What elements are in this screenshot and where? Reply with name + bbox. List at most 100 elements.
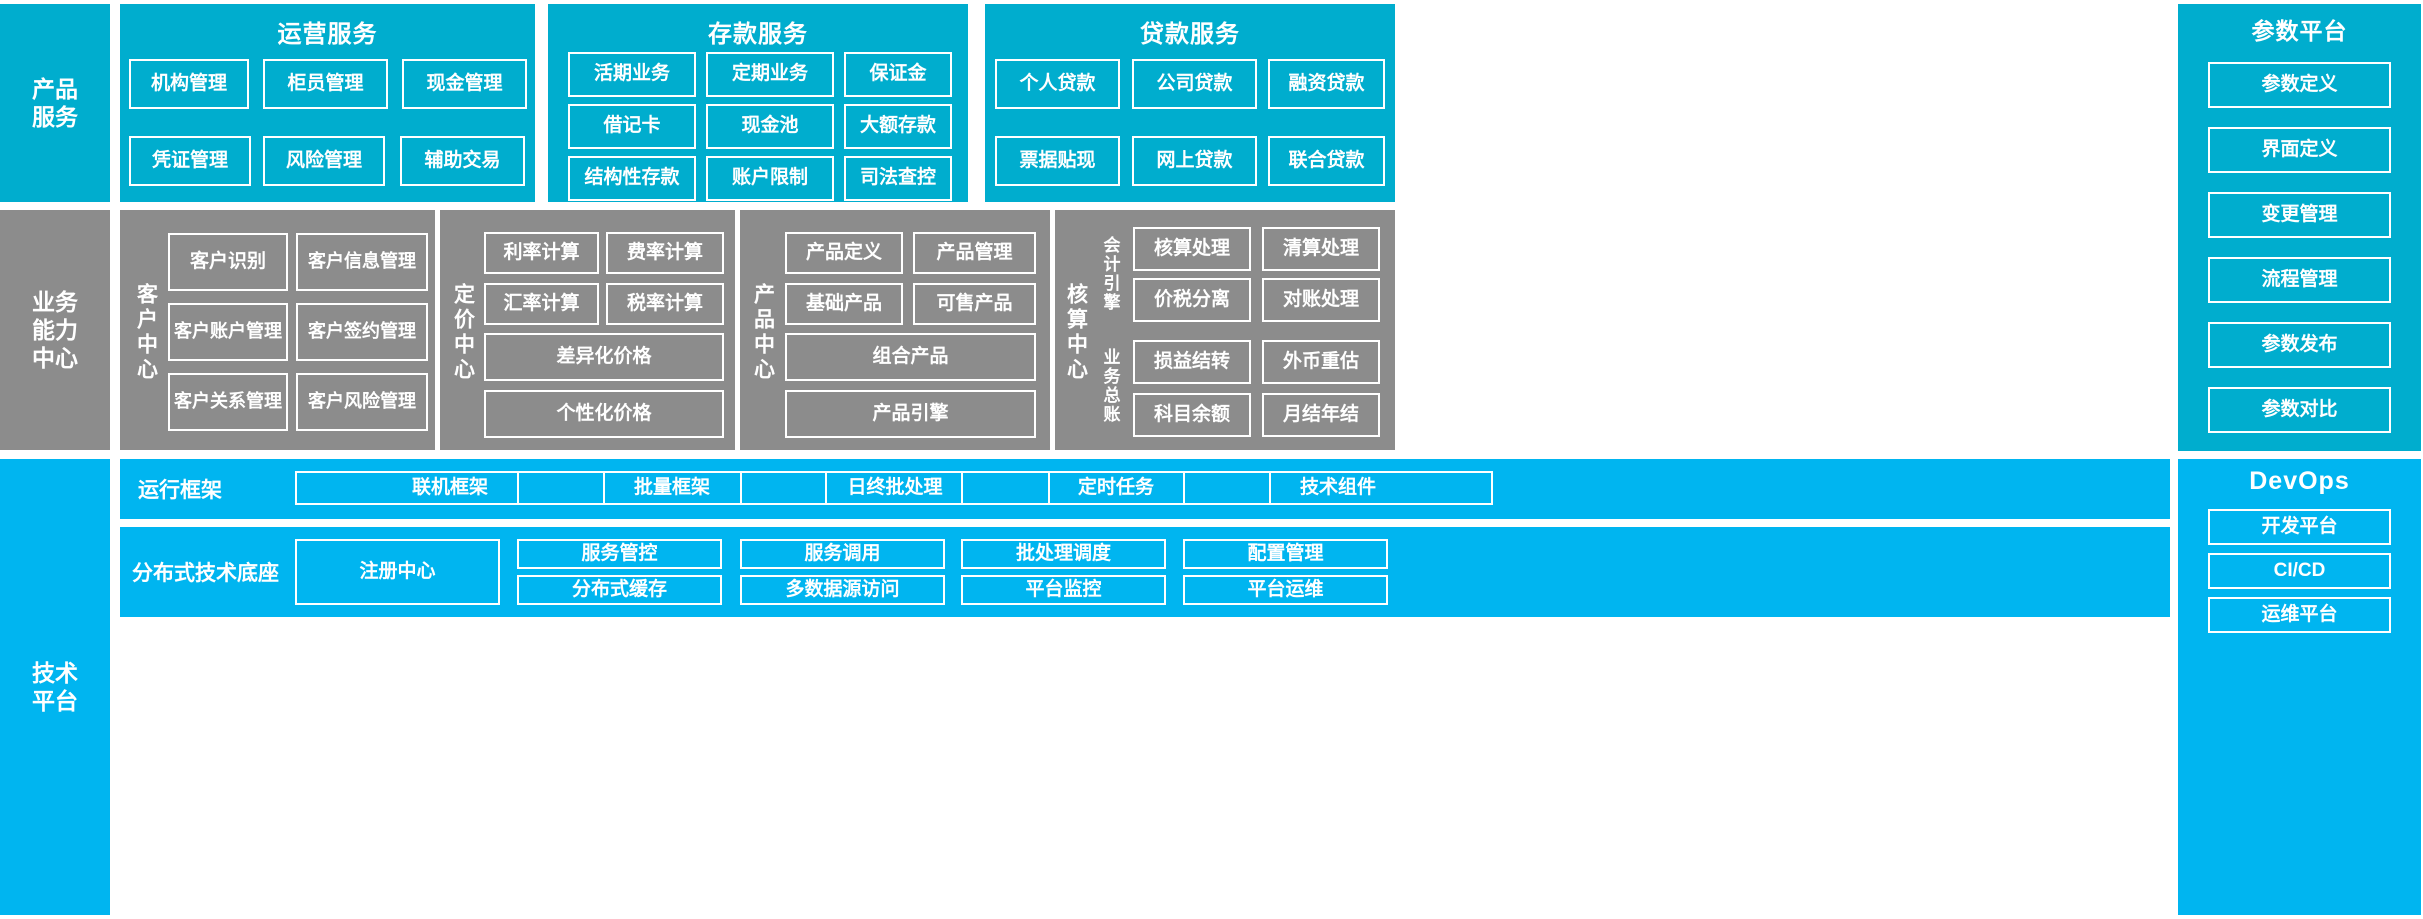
tile-account-restriction[interactable]: 账户限制: [706, 156, 834, 201]
group-deposit-service: 存款服务 活期业务 定期业务 保证金 借记卡 现金池 大额存款 结构性存款 账户…: [548, 4, 968, 202]
tile-time-deposit[interactable]: 定期业务: [706, 52, 834, 97]
tile-cash-pool[interactable]: 现金池: [706, 104, 834, 149]
band-label-distributed-tech-base: 分布式技术底座: [132, 562, 279, 585]
tile-org-management[interactable]: 机构管理: [129, 59, 249, 109]
tile-combined-product[interactable]: 组合产品: [785, 333, 1036, 381]
tile-bill-discount[interactable]: 票据贴现: [995, 136, 1120, 186]
tile-product-management[interactable]: 产品管理: [913, 232, 1036, 274]
tile-tax-rate-calc[interactable]: 税率计算: [606, 283, 724, 325]
tile-multi-datasource-access[interactable]: 多数据源访问: [740, 575, 945, 605]
tile-parameter-compare[interactable]: 参数对比: [2208, 387, 2391, 433]
tile-differentiated-price[interactable]: 差异化价格: [484, 333, 724, 381]
tile-customer-risk-management[interactable]: 客户风险管理: [296, 373, 428, 431]
row-label-product-service: 产品 服务: [0, 4, 110, 202]
tile-product-definition[interactable]: 产品定义: [785, 232, 903, 274]
sub-label-business-ledger: 业务总账: [1100, 348, 1120, 424]
tile-reconciliation-process[interactable]: 对账处理: [1262, 278, 1380, 322]
tile-platform-monitoring[interactable]: 平台监控: [961, 575, 1166, 605]
tile-risk-management[interactable]: 风险管理: [263, 136, 385, 186]
tile-auxiliary-transaction[interactable]: 辅助交易: [400, 136, 525, 186]
band-distributed-tech-base: 分布式技术底座 注册中心 服务管控 服务调用 批处理调度 配置管理 分布式缓存 …: [120, 527, 2170, 617]
tile-fee-rate-calc[interactable]: 费率计算: [606, 232, 724, 274]
tile-batch-framework[interactable]: 批量框架: [517, 471, 827, 505]
tile-change-management[interactable]: 变更管理: [2208, 192, 2391, 238]
tile-cash-management[interactable]: 现金管理: [402, 59, 527, 109]
tile-basic-product[interactable]: 基础产品: [785, 283, 903, 325]
sub-label-accounting-engine: 会计引擎: [1100, 236, 1120, 312]
tile-profit-loss-carryover[interactable]: 损益结转: [1133, 340, 1251, 384]
tile-settlement-process[interactable]: 清算处理: [1262, 227, 1380, 271]
tile-online-framework[interactable]: 联机框架: [295, 471, 605, 505]
center-label-accounting: 核算中心: [1064, 282, 1088, 383]
row-label-technical-platform-text: 技术 平台: [32, 659, 78, 714]
row-label-technical-platform: 技术 平台: [0, 459, 110, 915]
tile-service-invocation[interactable]: 服务调用: [740, 539, 945, 569]
tile-customer-identification[interactable]: 客户识别: [168, 233, 288, 291]
tile-service-governance[interactable]: 服务管控: [517, 539, 722, 569]
tile-distributed-cache[interactable]: 分布式缓存: [517, 575, 722, 605]
band-label-runtime-framework: 运行框架: [138, 479, 222, 502]
tile-price-tax-separation[interactable]: 价税分离: [1133, 278, 1251, 322]
tile-foreign-currency-revaluation[interactable]: 外币重估: [1262, 340, 1380, 384]
tile-product-engine[interactable]: 产品引擎: [785, 390, 1036, 438]
row-label-product-service-text: 产品 服务: [32, 75, 78, 130]
tile-judicial-inquiry[interactable]: 司法查控: [844, 156, 952, 201]
tile-cicd[interactable]: CI/CD: [2208, 553, 2391, 589]
group-title-loan-service: 贷款服务: [1140, 21, 1240, 48]
center-label-product: 产品中心: [751, 282, 775, 383]
tile-scheduled-task[interactable]: 定时任务: [961, 471, 1271, 505]
panel-parameter-platform: 参数平台 参数定义 界面定义 变更管理 流程管理 参数发布 参数对比: [2178, 4, 2421, 451]
tile-platform-ops[interactable]: 平台运维: [1183, 575, 1388, 605]
center-customer: 客户中心 客户识别 客户信息管理 客户账户管理 客户签约管理 客户关系管理 客户…: [120, 210, 435, 450]
band-runtime-framework: 运行框架 联机框架 批量框架 日终批处理 定时任务 技术组件: [120, 459, 2170, 519]
tile-day-end-batch[interactable]: 日终批处理: [740, 471, 1050, 505]
group-title-devops: DevOps: [2249, 467, 2350, 495]
center-label-customer: 客户中心: [134, 283, 158, 383]
group-title-operations-service: 运营服务: [277, 21, 378, 48]
tile-structured-deposit[interactable]: 结构性存款: [568, 156, 696, 201]
panel-devops: DevOps 开发平台 CI/CD 运维平台: [2178, 459, 2421, 915]
tile-registry-center[interactable]: 注册中心: [295, 539, 500, 605]
tile-voucher-management[interactable]: 凭证管理: [129, 136, 251, 186]
tile-process-management[interactable]: 流程管理: [2208, 257, 2391, 303]
tile-account-balance[interactable]: 科目余额: [1133, 393, 1251, 437]
tile-month-year-end-close[interactable]: 月结年结: [1262, 393, 1380, 437]
tile-batch-scheduling[interactable]: 批处理调度: [961, 539, 1166, 569]
tile-demand-deposit[interactable]: 活期业务: [568, 52, 696, 97]
tile-joint-loan[interactable]: 联合贷款: [1268, 136, 1385, 186]
tile-customer-info-management[interactable]: 客户信息管理: [296, 233, 428, 291]
tile-tech-component[interactable]: 技术组件: [1183, 471, 1493, 505]
tile-large-deposit[interactable]: 大额存款: [844, 104, 952, 149]
tile-debit-card[interactable]: 借记卡: [568, 104, 696, 149]
group-operations-service: 运营服务 机构管理 柜员管理 现金管理 凭证管理 风险管理 辅助交易: [120, 4, 535, 202]
tile-parameter-definition[interactable]: 参数定义: [2208, 62, 2391, 108]
group-title-deposit-service: 存款服务: [708, 21, 808, 48]
tile-financing-loan[interactable]: 融资贷款: [1268, 59, 1385, 109]
tile-config-management[interactable]: 配置管理: [1183, 539, 1388, 569]
tile-interest-rate-calc[interactable]: 利率计算: [484, 232, 599, 274]
tile-corporate-loan[interactable]: 公司贷款: [1132, 59, 1257, 109]
tile-dev-platform[interactable]: 开发平台: [2208, 509, 2391, 545]
tile-customer-relation-management[interactable]: 客户关系管理: [168, 373, 288, 431]
tile-exchange-rate-calc[interactable]: 汇率计算: [484, 283, 599, 325]
center-accounting: 核算中心 会计引擎 业务总账 核算处理 清算处理 价税分离 对账处理 损益结转 …: [1055, 210, 1395, 450]
tile-customer-contract-management[interactable]: 客户签约管理: [296, 303, 428, 361]
tile-interface-definition[interactable]: 界面定义: [2208, 127, 2391, 173]
center-pricing: 定价中心 利率计算 费率计算 汇率计算 税率计算 差异化价格 个性化价格: [440, 210, 735, 450]
row-label-business-capability: 业务 能力 中心: [0, 210, 110, 450]
row-label-business-capability-text: 业务 能力 中心: [32, 288, 78, 372]
tile-personalized-price[interactable]: 个性化价格: [484, 390, 724, 438]
tile-sellable-product[interactable]: 可售产品: [913, 283, 1036, 325]
tile-personal-loan[interactable]: 个人贷款: [995, 59, 1120, 109]
tile-online-loan[interactable]: 网上贷款: [1132, 136, 1257, 186]
tile-parameter-publish[interactable]: 参数发布: [2208, 322, 2391, 368]
tile-customer-account-management[interactable]: 客户账户管理: [168, 303, 288, 361]
group-title-parameter-platform: 参数平台: [2251, 18, 2348, 44]
center-product: 产品中心 产品定义 产品管理 基础产品 可售产品 组合产品 产品引擎: [740, 210, 1050, 450]
tile-accounting-process[interactable]: 核算处理: [1133, 227, 1251, 271]
tile-margin-deposit[interactable]: 保证金: [844, 52, 952, 97]
tile-ops-platform[interactable]: 运维平台: [2208, 597, 2391, 633]
group-loan-service: 贷款服务 个人贷款 公司贷款 融资贷款 票据贴现 网上贷款 联合贷款: [985, 4, 1395, 202]
tile-teller-management[interactable]: 柜员管理: [263, 59, 388, 109]
